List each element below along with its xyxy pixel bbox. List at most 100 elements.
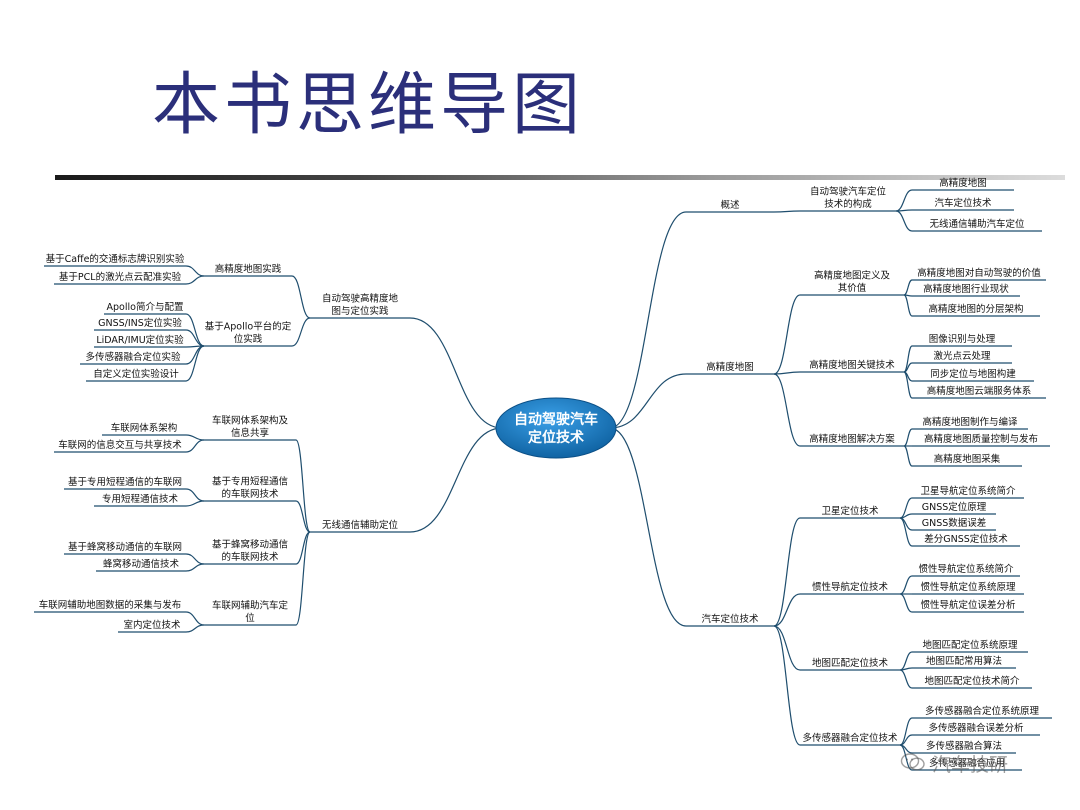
left-branch-label: 图与定位实践: [331, 305, 389, 317]
left-subbranch-edge: [291, 275, 311, 319]
left-leaf-label: 车联网辅助地图数据的采集与发布: [39, 599, 182, 611]
center-label: 定位技术: [528, 429, 584, 446]
right-branch-edge: [609, 427, 687, 627]
center-label: 自动驾驶汽车: [514, 411, 598, 428]
right-leaf-label: 高精度地图云端服务体系: [927, 385, 1032, 397]
right-subbranch-edge: [773, 625, 801, 671]
right-leaf-edge: [903, 279, 913, 296]
left-subbranch-edge: [295, 500, 311, 533]
left-leaf-label: 专用短程通信技术: [102, 493, 179, 505]
right-subbranch-label: 高精度地图解决方案: [809, 433, 895, 445]
left-leaf-edge: [185, 500, 205, 507]
page-title: 本书思维导图: [152, 66, 585, 145]
right-leaf-label: GNSS定位原理: [922, 501, 987, 513]
right-subbranch-edge: [773, 517, 801, 627]
right-branch-edge: [609, 373, 687, 429]
right-leaf-label: 卫星导航定位系统简介: [920, 485, 1016, 497]
left-leaf-label: 室内定位技术: [123, 619, 181, 631]
left-leaf-edge: [185, 563, 205, 572]
left-subbranch-label: 位: [245, 612, 255, 624]
left-branch-edge: [409, 427, 503, 533]
right-subbranch-edge: [773, 371, 801, 375]
left-subbranch-label: 的车联网技术: [221, 488, 279, 500]
right-leaf-label: 差分GNSS定位技术: [924, 533, 1008, 545]
right-leaf-label: 图像识别与处理: [929, 333, 996, 345]
right-subbranch-edge: [773, 625, 801, 746]
watermark: 汽车技研: [900, 748, 1060, 778]
right-subbranch-label: 高精度地图定义及: [814, 270, 891, 282]
right-branch-label: 汽车定位技术: [701, 613, 759, 625]
right-leaf-label: 地图匹配定位系统原理: [922, 639, 1018, 651]
left-leaf-label: LiDAR/IMU定位实验: [96, 334, 184, 346]
right-leaf-edge: [899, 517, 913, 547]
right-subbranch-label: 惯性导航定位技术: [812, 581, 889, 593]
right-leaf-label: 高精度地图: [939, 177, 987, 189]
right-subbranch-label: 地图匹配定位技术: [812, 657, 889, 669]
watermark-text: 汽车技研: [932, 754, 1009, 776]
left-leaf-edge: [185, 434, 205, 441]
right-leaf-edge: [899, 744, 913, 771]
left-subbranch-label: 信息共享: [231, 427, 269, 439]
right-leaf-label: 高精度地图制作与编译: [922, 416, 1018, 428]
right-subbranch-edge: [773, 210, 801, 213]
left-branch-label: 无线通信辅助定位: [322, 519, 399, 531]
left-leaf-label: 基于PCL的激光点云配准实验: [59, 271, 182, 283]
center-bubble: [495, 397, 617, 459]
right-leaf-label: 激光点云处理: [933, 350, 991, 362]
right-leaf-edge: [899, 669, 913, 689]
left-leaf-label: Apollo简介与配置: [107, 301, 184, 313]
right-leaf-label: 惯性导航定位误差分析: [920, 599, 1016, 611]
right-leaf-edge: [899, 575, 913, 595]
right-leaf-label: 惯性导航定位系统简介: [918, 563, 1014, 575]
right-leaf-edge: [895, 210, 913, 232]
left-subbranch-label: 基于蜂窝移动通信: [212, 539, 288, 551]
right-leaf-edge: [899, 513, 913, 519]
right-subbranch-edge: [773, 294, 801, 375]
right-leaf-label: 高精度地图采集: [934, 453, 1001, 465]
right-subbranch-edge: [773, 373, 801, 447]
left-branch-edge: [409, 317, 503, 429]
right-leaf-edge: [899, 651, 913, 671]
right-subbranch-label: 高精度地图关键技术: [809, 359, 895, 371]
right-leaf-label: 多传感器融合误差分析: [928, 722, 1024, 734]
left-subbranch-label: 位实践: [234, 333, 263, 345]
right-leaf-label: 高精度地图对自动驾驶的价值: [917, 267, 1041, 279]
left-leaf-label: 多传感器融合定位实验: [85, 351, 181, 363]
left-leaf-label: GNSS/INS定位实验: [98, 317, 182, 329]
right-leaf-label: 地图匹配常用算法: [926, 655, 1002, 667]
left-subbranch-label: 高精度地图实践: [215, 263, 282, 275]
left-branch-label: 自动驾驶高精度地: [322, 293, 399, 305]
left-subbranch-label: 的车联网技术: [221, 551, 279, 563]
left-leaf-edge: [185, 329, 205, 347]
right-leaf-edge: [903, 294, 913, 317]
left-subbranch-label: 车联网辅助汽车定: [212, 600, 289, 612]
left-leaf-edge: [185, 265, 205, 277]
left-leaf-label: 蜂窝移动通信技术: [103, 558, 180, 570]
left-leaf-edge: [185, 439, 205, 453]
right-leaf-label: 高精度地图质量控制与发布: [924, 433, 1038, 445]
right-branch-edge: [609, 211, 687, 429]
right-leaf-label: 高精度地图的分层架构: [928, 303, 1023, 315]
left-leaf-label: 车联网体系架构: [111, 422, 178, 434]
left-leaf-label: 基于专用短程通信的车联网: [68, 476, 182, 488]
right-leaf-label: 多传感器融合应用: [929, 757, 1005, 769]
right-leaf-label: 地图匹配定位技术简介: [924, 675, 1020, 687]
left-leaf-edge: [185, 553, 205, 565]
right-subbranch-label: 卫星定位技术: [821, 505, 879, 517]
left-leaf-edge: [185, 275, 205, 285]
right-subbranch-label: 其价值: [838, 282, 867, 294]
right-branch-label: 高精度地图: [706, 361, 754, 373]
right-leaf-label: 高精度地图行业现状: [923, 283, 1009, 295]
left-subbranch-label: 基于Apollo平台的定: [205, 321, 292, 333]
right-leaf-edge: [903, 371, 913, 399]
wechat-icon: [900, 753, 925, 771]
right-leaf-edge: [903, 428, 913, 447]
left-leaf-label: 自定义定位实验设计: [93, 368, 179, 380]
right-leaf-edge: [899, 497, 913, 519]
left-leaf-label: 基于蜂窝移动通信的车联网: [68, 541, 182, 553]
left-leaf-edge: [185, 488, 205, 502]
left-leaf-edge: [185, 345, 205, 382]
right-leaf-label: 汽车定位技术: [934, 197, 992, 209]
left-subbranch-edge: [295, 439, 311, 533]
